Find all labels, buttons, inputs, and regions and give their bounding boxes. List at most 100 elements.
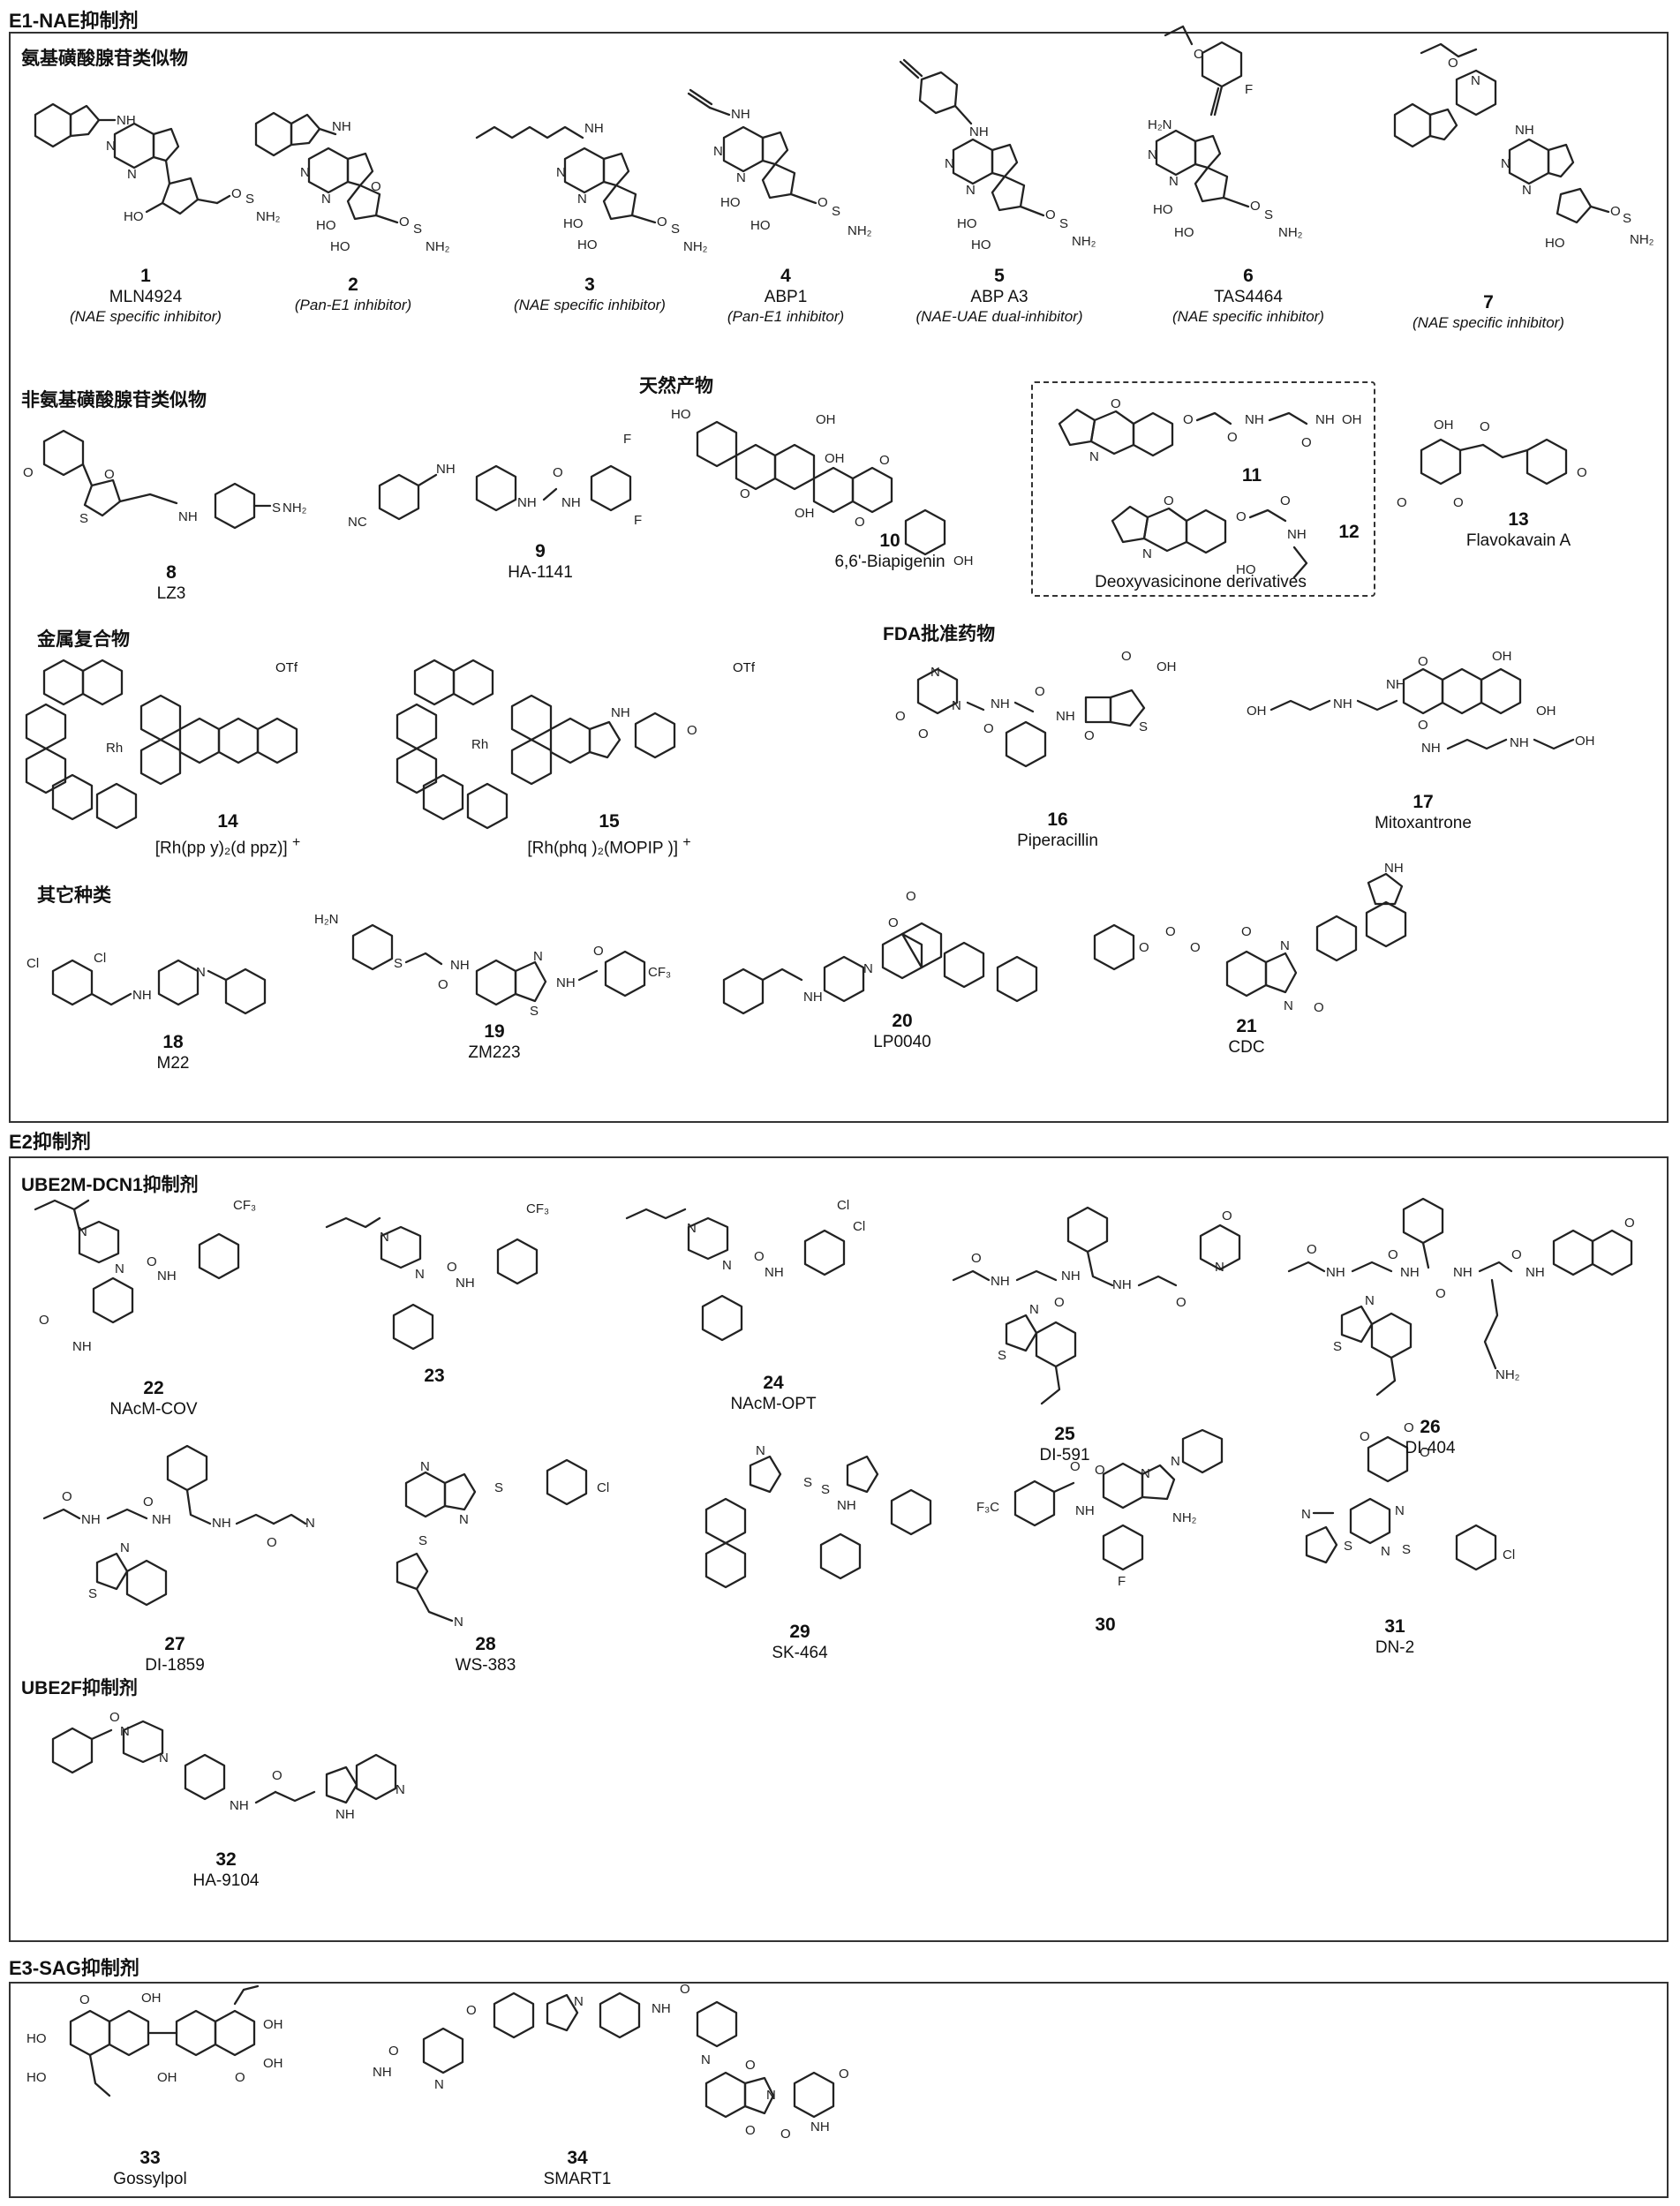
compound-label-12: 12 bbox=[1338, 522, 1360, 542]
svg-text:NH: NH bbox=[178, 509, 198, 524]
svg-text:NH: NH bbox=[230, 1798, 249, 1813]
svg-text:O: O bbox=[657, 215, 667, 230]
svg-text:N: N bbox=[305, 1516, 315, 1531]
svg-text:NH₂: NH₂ bbox=[1495, 1367, 1520, 1382]
svg-text:N: N bbox=[1280, 938, 1290, 953]
deoxyvasicinone-group-box bbox=[1031, 381, 1375, 597]
svg-text:S: S bbox=[821, 1482, 830, 1497]
svg-text:O: O bbox=[1577, 465, 1587, 480]
svg-text:N: N bbox=[1395, 1503, 1405, 1518]
panel-e3 bbox=[9, 1982, 1669, 2198]
svg-text:NH: NH bbox=[72, 1339, 92, 1354]
subtitle-ube2f: UBE2F抑制剂 bbox=[21, 1678, 138, 1698]
svg-text:F₃C: F₃C bbox=[976, 1500, 999, 1515]
svg-text:NH: NH bbox=[212, 1516, 231, 1531]
svg-text:O: O bbox=[438, 977, 448, 992]
svg-text:N: N bbox=[196, 965, 206, 980]
svg-text:O: O bbox=[888, 915, 899, 930]
svg-text:NH: NH bbox=[969, 124, 989, 139]
svg-text:O: O bbox=[971, 1251, 982, 1266]
svg-text:O: O bbox=[1397, 495, 1407, 510]
svg-text:O: O bbox=[272, 1768, 283, 1783]
svg-text:O: O bbox=[1165, 924, 1176, 939]
svg-text:S: S bbox=[671, 222, 680, 237]
svg-text:N: N bbox=[1142, 546, 1152, 561]
svg-text:S: S bbox=[1333, 1339, 1342, 1354]
svg-text:N: N bbox=[1169, 174, 1179, 189]
svg-text:Rh: Rh bbox=[106, 741, 123, 756]
svg-text:N: N bbox=[459, 1512, 469, 1527]
svg-text:O: O bbox=[147, 1254, 157, 1269]
svg-text:S: S bbox=[530, 1004, 539, 1019]
svg-text:O: O bbox=[740, 486, 750, 501]
svg-text:O: O bbox=[1176, 1295, 1187, 1310]
svg-text:OH: OH bbox=[1247, 704, 1267, 719]
structure-21: NH O OO O NN O bbox=[1093, 861, 1407, 1015]
panel-e2 bbox=[9, 1156, 1669, 1942]
svg-text:NH₂: NH₂ bbox=[1072, 234, 1096, 249]
svg-text:O: O bbox=[745, 2123, 756, 2138]
svg-text:O: O bbox=[1420, 1445, 1430, 1460]
svg-text:N: N bbox=[1089, 449, 1099, 464]
compound-label-15: 15 [Rh(phq )₂(MOPIP )] + bbox=[527, 811, 691, 858]
structure-8: O OS NH S NH₂ bbox=[23, 429, 307, 530]
svg-text:NC: NC bbox=[348, 515, 367, 530]
svg-text:HO: HO bbox=[26, 2070, 47, 2085]
svg-text:S: S bbox=[1402, 1542, 1411, 1557]
compound-label-11: 11 bbox=[1241, 465, 1262, 486]
structure-25: O NH ONH NH O N O SN bbox=[952, 1206, 1241, 1405]
svg-text:S: S bbox=[494, 1480, 503, 1495]
svg-text:NH: NH bbox=[1421, 741, 1441, 756]
svg-text:HO: HO bbox=[316, 218, 336, 233]
svg-text:N: N bbox=[713, 144, 723, 159]
svg-text:O: O bbox=[1227, 430, 1238, 445]
svg-text:O: O bbox=[1241, 924, 1252, 939]
svg-text:OH: OH bbox=[825, 451, 845, 466]
svg-text:HO: HO bbox=[671, 407, 691, 422]
svg-text:O: O bbox=[267, 1535, 277, 1550]
svg-text:N: N bbox=[756, 1443, 765, 1458]
svg-text:HO: HO bbox=[971, 237, 991, 252]
svg-text:O: O bbox=[466, 2003, 477, 2018]
svg-text:HO: HO bbox=[124, 209, 144, 224]
svg-text:N: N bbox=[300, 165, 310, 180]
svg-text:NH: NH bbox=[157, 1269, 177, 1284]
svg-text:HO: HO bbox=[957, 216, 977, 231]
svg-text:N: N bbox=[1522, 183, 1532, 198]
svg-text:S: S bbox=[1139, 719, 1148, 734]
svg-text:N: N bbox=[106, 139, 116, 154]
svg-text:S: S bbox=[803, 1475, 812, 1490]
svg-text:HO: HO bbox=[1153, 202, 1173, 217]
svg-text:O: O bbox=[62, 1489, 72, 1504]
svg-text:O: O bbox=[1314, 1000, 1324, 1015]
svg-text:N: N bbox=[1501, 156, 1510, 171]
svg-text:NH: NH bbox=[1510, 735, 1529, 750]
svg-text:F: F bbox=[1245, 82, 1253, 97]
svg-text:S: S bbox=[272, 501, 281, 516]
svg-text:OH: OH bbox=[816, 412, 836, 427]
svg-text:NH₂: NH₂ bbox=[683, 239, 708, 254]
svg-text:NH: NH bbox=[556, 975, 576, 990]
svg-text:O: O bbox=[1164, 493, 1174, 508]
svg-text:NH₂: NH₂ bbox=[283, 501, 307, 516]
svg-text:NH₂: NH₂ bbox=[426, 239, 450, 254]
svg-text:N: N bbox=[1471, 73, 1480, 88]
svg-text:NH: NH bbox=[837, 1498, 856, 1513]
svg-text:N: N bbox=[420, 1459, 430, 1474]
svg-text:NH: NH bbox=[991, 1274, 1010, 1289]
svg-text:NH: NH bbox=[117, 113, 136, 128]
svg-text:Rh: Rh bbox=[471, 737, 488, 752]
